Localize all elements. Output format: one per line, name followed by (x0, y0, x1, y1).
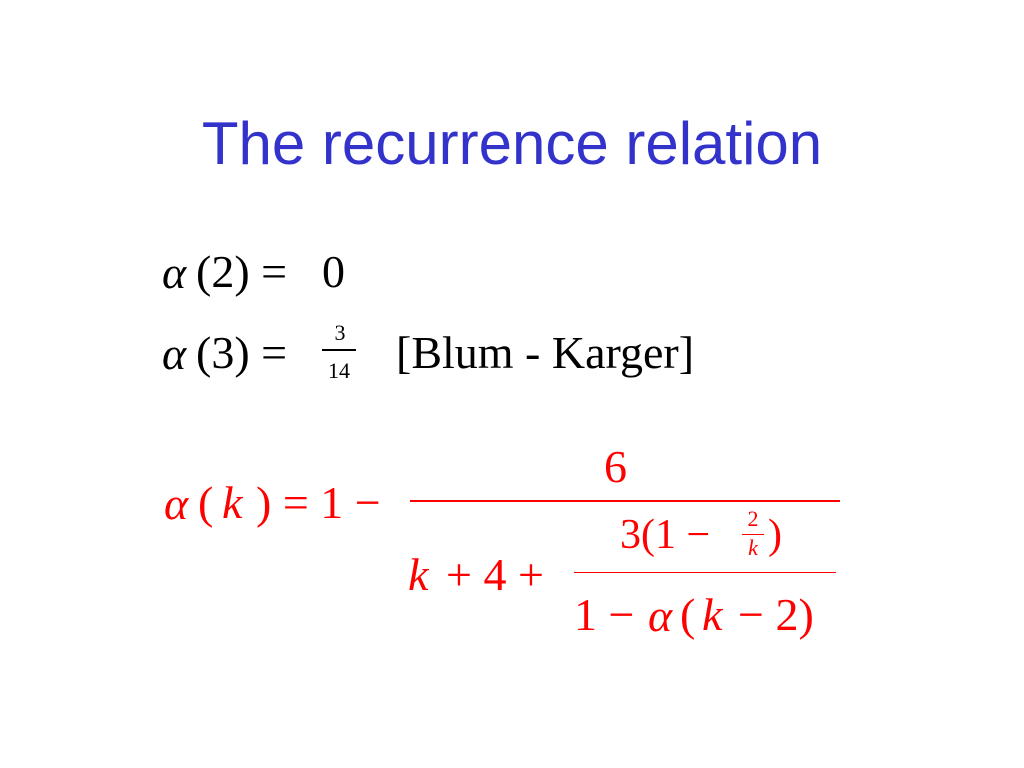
alpha-symbol: α (164, 478, 189, 529)
fraction-numerator: 3 (334, 320, 346, 345)
alpha-symbol: α (162, 247, 187, 298)
fraction-denominator: 14 (328, 358, 350, 383)
small-fraction-denominator: k (748, 535, 758, 560)
small-fraction-numerator: 2 (747, 506, 759, 531)
denominator-plus-four-plus: + 4 + (446, 549, 544, 600)
fraction-bar (322, 349, 356, 351)
alpha-symbol: α (648, 590, 673, 641)
small-fraction-bar (742, 534, 764, 535)
nested-denominator-prefix: 1 − (574, 589, 635, 640)
nested-variable-k: k (702, 589, 723, 640)
open-paren: ( (198, 477, 214, 528)
main-fraction-bar (410, 500, 840, 502)
variable-k: k (222, 477, 243, 528)
nested-numerator-suffix: ) (768, 512, 782, 558)
main-numerator: 6 (604, 441, 627, 492)
citation: [Blum - Karger] (396, 327, 695, 378)
lhs-equals-one-minus: ) = 1 − (256, 477, 381, 528)
alpha-symbol: α (162, 328, 187, 379)
nested-denominator-suffix: − 2) (738, 589, 814, 640)
nested-numerator-prefix: 3(1 − (620, 512, 711, 558)
equation-lhs: (3) = (196, 327, 288, 378)
equation-rhs: 0 (322, 246, 345, 297)
nested-fraction-bar (574, 572, 836, 573)
slide-title: The recurrence relation (201, 110, 823, 177)
denominator-k: k (408, 549, 429, 600)
equation-lhs: (2) = (196, 246, 288, 297)
nested-open-paren: ( (680, 589, 696, 640)
